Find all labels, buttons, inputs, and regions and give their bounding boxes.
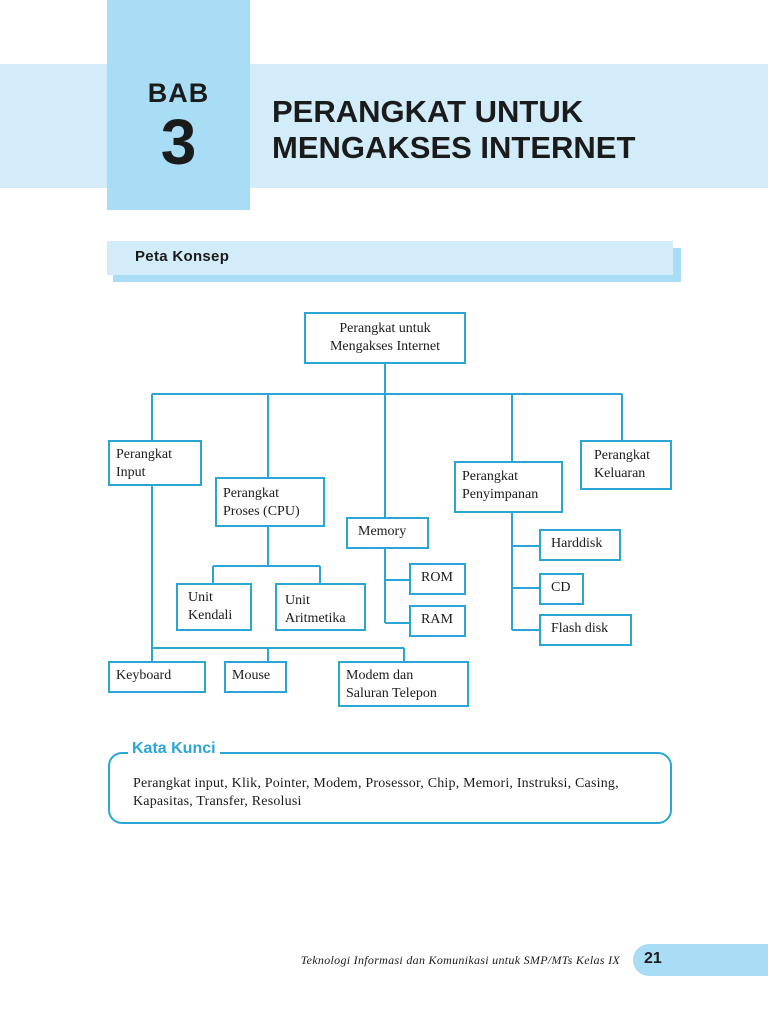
chapter-label: BAB [147, 78, 210, 108]
node-perangkat-keluaran: Perangkat Keluaran [580, 440, 672, 490]
chapter-title: PERANGKAT UNTUK MENGAKSES INTERNET [272, 94, 752, 166]
kata-kunci-text: Perangkat input, Klik, Pointer, Modem, P… [133, 776, 619, 809]
node-ram: RAM [409, 605, 466, 637]
node-perangkat-proses: Perangkat Proses (CPU) [215, 477, 325, 527]
section-title: Peta Konsep [135, 248, 230, 265]
node-modem: Modem dan Saluran Telepon [338, 661, 469, 707]
node-cd: CD [539, 573, 584, 605]
page-number-tab: 21 [633, 944, 768, 976]
node-harddisk: Harddisk [539, 529, 621, 561]
node-mouse: Mouse [224, 661, 287, 693]
footer-book-title: Teknologi Informasi dan Komunikasi untuk… [300, 953, 620, 967]
kata-kunci-box [108, 752, 672, 824]
node-root: Perangkat untuk Mengakses Internet [304, 312, 466, 364]
node-memory: Memory [346, 517, 429, 549]
chapter-number-block [107, 0, 250, 210]
section-bar [107, 241, 673, 275]
chapter-title-line2: MENGAKSES INTERNET [272, 130, 636, 165]
node-perangkat-penyimpanan: Perangkat Penyimpanan [454, 461, 563, 513]
chapter-title-line1: PERANGKAT UNTUK [272, 94, 584, 129]
chapter-number: 3 [160, 106, 197, 178]
kata-kunci-title: Kata Kunci [128, 740, 220, 758]
node-keyboard: Keyboard [108, 661, 206, 693]
page-number: 21 [644, 950, 662, 967]
node-flashdisk: Flash disk [539, 614, 632, 646]
node-unit-kendali: Unit Kendali [176, 583, 252, 631]
node-rom: ROM [409, 563, 466, 595]
node-unit-aritmetika: Unit Aritmetika [275, 583, 366, 631]
node-perangkat-input: Perangkat Input [108, 440, 202, 486]
